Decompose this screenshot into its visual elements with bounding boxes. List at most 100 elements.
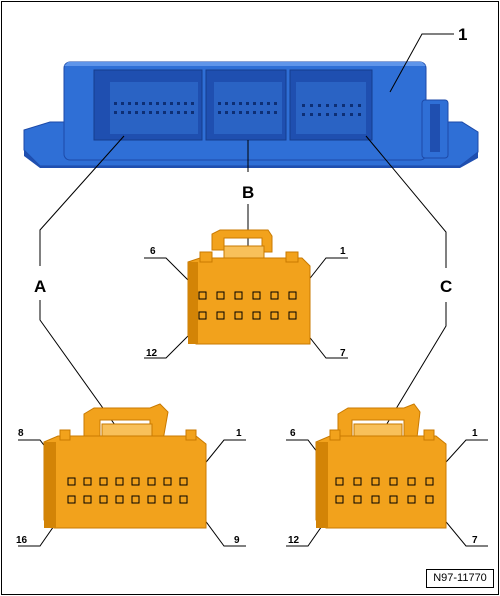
connector-c-pin-cavity (407, 495, 416, 504)
socket-b-inner (214, 82, 282, 134)
socket-pin-dot (225, 102, 228, 105)
socket-pin-dot (218, 102, 221, 105)
socket-pin-dot (326, 113, 329, 116)
socket-pin-dot (128, 111, 131, 114)
socket-pin-dot (163, 102, 166, 105)
connector-a-pin-cavity (163, 477, 172, 486)
socket-pin-dot (114, 102, 117, 105)
socket-pin-dot (177, 102, 180, 105)
connector-b-pin-cavity (252, 311, 261, 320)
connector-b-pin-cavity (252, 291, 261, 300)
socket-pin-dot (358, 113, 361, 116)
leader-lines (18, 33, 488, 547)
connector-b-pin-cavity (270, 311, 279, 320)
connector-b-pin-cavity (270, 291, 279, 300)
connector-b-top-ear-left (199, 251, 213, 263)
socket-pin-dot (156, 111, 159, 114)
socket-pin-dot (191, 102, 194, 105)
label-connector-c: C (440, 277, 452, 296)
label-component-1: 1 (458, 25, 467, 44)
socket-pin-dot (121, 102, 124, 105)
connector-a-pin-cavity (99, 477, 108, 486)
connector-b-pins (198, 291, 297, 320)
label-connector-a: A (34, 277, 46, 296)
leader-connector-a (39, 300, 121, 433)
connector-c-pin-cavity (389, 477, 398, 486)
control-unit-bracket-slot (430, 104, 440, 152)
leader-socket-a (39, 135, 125, 266)
connector-c-pin-cavity (371, 495, 380, 504)
socket-pin-dot (350, 104, 353, 107)
socket-pin-dot (350, 113, 353, 116)
socket-pin-dot (135, 102, 138, 105)
connector-a-side (44, 442, 56, 528)
connector-a-pin-cavity (179, 477, 188, 486)
socket-pin-dot (267, 102, 270, 105)
connector-c-pin-cavity (407, 477, 416, 486)
socket-pin-dot (121, 111, 124, 114)
connector-a-pin-cavity (67, 495, 76, 504)
socket-pin-dot (239, 102, 242, 105)
connector-a-pin-cavity (99, 495, 108, 504)
socket-pin-dot (135, 111, 138, 114)
socket-pin-dot (163, 111, 166, 114)
socket-pin-dot (156, 102, 159, 105)
socket-a-inner (110, 82, 198, 134)
pin-label-b-first-row-end: 6 (150, 246, 156, 257)
connector-c-pin-cavity (335, 495, 344, 504)
socket-pin-dot (232, 102, 235, 105)
socket-pin-dot (342, 104, 345, 107)
connector-c-pin-cavity (371, 477, 380, 486)
pin-label-a-first: 1 (236, 428, 242, 439)
socket-c-inner (296, 82, 366, 134)
connector-a-ear-right (185, 429, 197, 441)
reference-code: N97-11770 (426, 569, 494, 588)
connector-a-pin-cavity (67, 477, 76, 486)
socket-pin-dot (302, 104, 305, 107)
connector-b-pin-cavity (234, 291, 243, 300)
socket-pin-dot (218, 111, 221, 114)
connector-b-pin-cavity (216, 311, 225, 320)
connector-a-pin-cavity (115, 477, 124, 486)
socket-pin-dot (310, 113, 313, 116)
socket-pin-dot (267, 111, 270, 114)
connector-b-pin-cavity (288, 291, 297, 300)
socket-pin-dot (318, 113, 321, 116)
leader-socket-c (365, 135, 447, 268)
connector-c-side (316, 442, 328, 528)
connector-a-pin-cavity (179, 495, 188, 504)
connector-a-pin-cavity (163, 495, 172, 504)
connector-a-ear-left (59, 429, 71, 441)
pin-label-c-second-row-start: 7 (472, 535, 478, 546)
socket-pin-dot (334, 104, 337, 107)
control-unit-top-edge (64, 62, 426, 66)
pin-label-a-last: 16 (16, 535, 28, 546)
connector-c-pins (335, 477, 434, 504)
socket-pin-dot (225, 111, 228, 114)
connector-b-pin-cavity (234, 311, 243, 320)
socket-pin-dot (142, 102, 145, 105)
pin-label-c-first-row-end: 6 (290, 428, 296, 439)
socket-pin-dot (170, 111, 173, 114)
connector-c-pin-cavity (335, 477, 344, 486)
connector-a-pin-cavity (115, 495, 124, 504)
pin-label-c-first: 1 (472, 428, 478, 439)
connector-b-latch (211, 229, 273, 253)
connector-a-pin-cavity (131, 477, 140, 486)
connector-b-pin-cavity (198, 311, 207, 320)
connector-c-pin-cavity (353, 495, 362, 504)
connector-b-side (188, 262, 198, 344)
socket-pin-dot (358, 104, 361, 107)
pin-label-b-last: 12 (146, 348, 158, 359)
socket-pin-dot (170, 102, 173, 105)
connector-b-pin-cavity (216, 291, 225, 300)
connector-a-pin-cavity (147, 495, 156, 504)
socket-pin-dot (274, 102, 277, 105)
socket-pin-dot (142, 111, 145, 114)
connector-a-pin-cavity (131, 495, 140, 504)
socket-pin-dot (342, 113, 345, 116)
connector-b-body (187, 257, 311, 345)
